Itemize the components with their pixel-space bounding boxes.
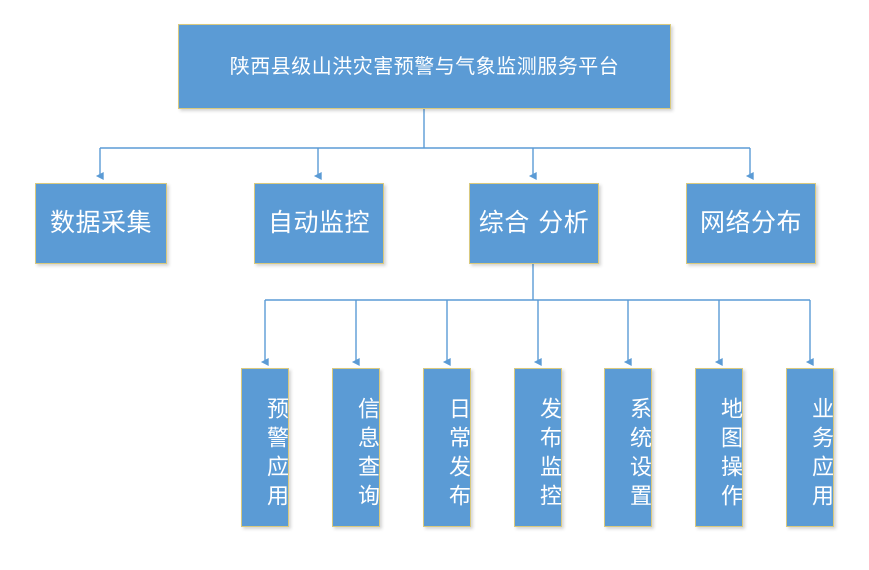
node-root-label: 陕西县级山洪灾害预警与气象监测服务平台: [229, 54, 620, 78]
node-leaf-system-settings[interactable]: 系统设置: [604, 368, 652, 527]
node-branch-label: 数据采集: [49, 208, 152, 238]
node-root-platform[interactable]: 陕西县级山洪灾害预警与气象监测服务平台: [178, 24, 671, 109]
node-branch-network-distribution[interactable]: 网络分布: [686, 183, 816, 264]
node-leaf-daily-release[interactable]: 日常发布: [423, 368, 471, 527]
node-leaf-map-operation[interactable]: 地图操作: [695, 368, 743, 527]
node-leaf-label: 日常发布: [445, 396, 470, 513]
node-leaf-label: 预警应用: [263, 396, 288, 513]
node-branch-label: 综合 分析: [478, 208, 590, 238]
node-leaf-warning-application[interactable]: 预警应用: [241, 368, 289, 527]
node-leaf-label: 地图操作: [717, 396, 742, 513]
node-branch-label: 网络分布: [699, 208, 802, 238]
node-branch-auto-monitoring[interactable]: 自动监控: [254, 183, 384, 264]
node-branch-comprehensive-analysis[interactable]: 综合 分析: [469, 183, 599, 264]
node-leaf-information-query[interactable]: 信息查询: [332, 368, 380, 527]
node-leaf-label: 业务应用: [808, 396, 833, 513]
node-leaf-label: 系统设置: [626, 396, 651, 513]
node-leaf-release-monitoring[interactable]: 发布监控: [514, 368, 562, 527]
node-branch-label: 自动监控: [267, 208, 370, 238]
node-leaf-label: 发布监控: [536, 396, 561, 513]
node-branch-data-collection[interactable]: 数据采集: [35, 183, 167, 264]
node-leaf-business-application[interactable]: 业务应用: [786, 368, 834, 527]
node-leaf-label: 信息查询: [354, 396, 379, 513]
